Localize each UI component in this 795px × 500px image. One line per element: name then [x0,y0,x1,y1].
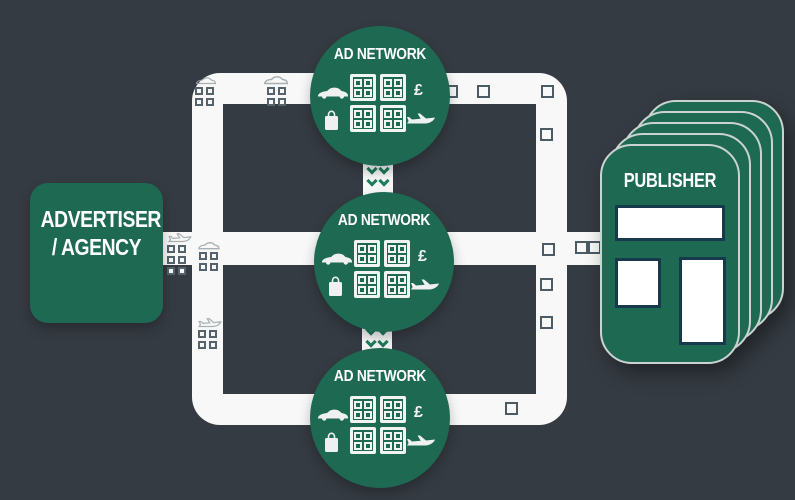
car-sketch-icon [264,76,288,85]
track-slot-square [540,278,553,291]
shopping-bag-icon [325,432,338,452]
pound-icon: £ [414,82,423,99]
pound-icon: £ [418,248,427,265]
ad-network-label: AD NETWORK [337,212,431,229]
banner-ad-slot [615,205,725,241]
advertiser-label-line2: / AGENCY [51,234,142,260]
track-slot-square [541,85,554,98]
track-slot-square [505,402,518,415]
shopping-bag-icon [325,110,338,130]
ad-slot-cluster [198,330,217,349]
ad-inventory-grid-icon [350,396,406,454]
ad-network-node-middle: AD NETWORK £ [314,192,454,332]
car-sketch-icon [196,77,216,85]
publisher-stack: PUBLISHER [593,93,793,383]
track-slot-square [477,85,490,98]
ad-network-label: AD NETWORK [333,46,427,63]
ad-inventory-grid-icon [354,240,410,298]
ad-network-node-top: AD NETWORK £ [310,26,450,166]
advertiser-agency-node: ADVERTISER / AGENCY [30,183,163,323]
pound-icon: £ [414,404,423,421]
plane-icon [411,279,439,290]
ad-slot-cluster [267,87,286,106]
car-icon [318,87,348,99]
publisher-node: PUBLISHER [600,144,740,364]
track-slot-square [575,241,588,254]
publisher-label: PUBLISHER [623,170,717,192]
car-sketch-icon [198,242,220,250]
advertiser-label-line1: ADVERTISER [40,206,162,232]
track-slot-square [540,316,553,329]
plane-icon [407,435,435,446]
shopping-bag-icon [329,276,342,296]
track-slot-square [540,128,553,141]
plane-sketch-icon [168,233,192,243]
car-icon [322,253,352,265]
ad-slot-cluster [199,252,218,271]
track-slot-square [542,243,555,256]
plane-sketch-icon [198,318,222,328]
ad-slot-cluster [195,87,214,106]
ad-inventory-grid-icon [350,74,406,132]
ad-slot-cluster [167,245,186,275]
car-icon [318,409,348,421]
skyscraper-ad-slot [679,257,726,345]
square-ad-slot [615,258,661,308]
plane-icon [407,113,435,124]
ad-network-node-bottom: AD NETWORK £ [310,348,450,488]
ad-network-label: AD NETWORK [333,368,427,385]
